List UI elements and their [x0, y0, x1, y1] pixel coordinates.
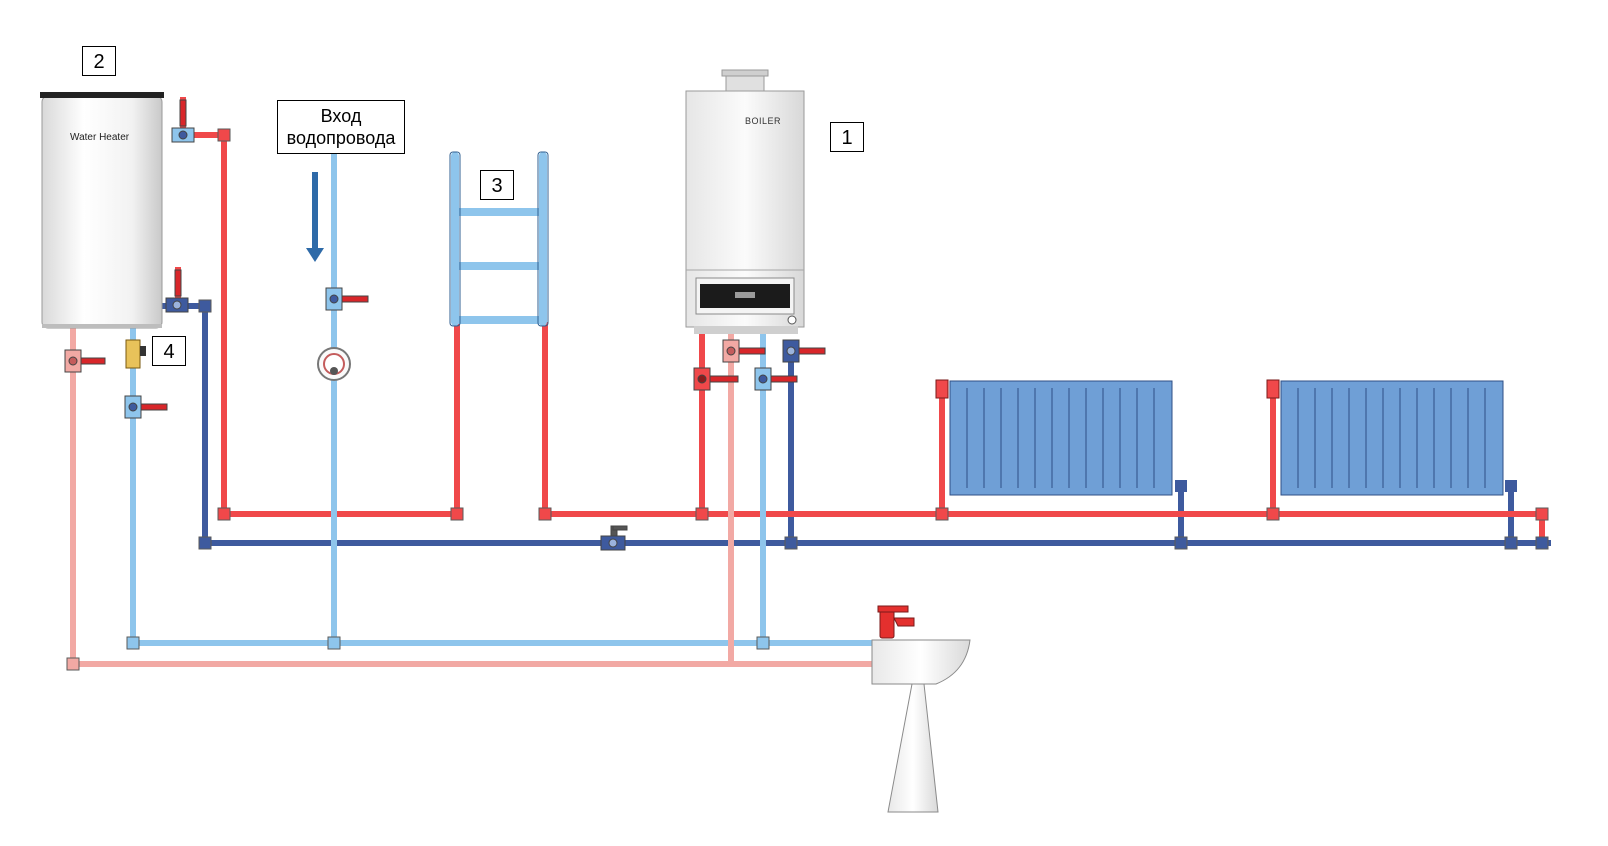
boiler [685, 69, 805, 334]
shutoff-valves [64, 99, 826, 551]
water-inlet-label: Вход водопровода [277, 100, 405, 154]
water-heater [40, 92, 164, 329]
label-boiler-number: 1 [830, 122, 864, 152]
label-water-heater-number: 2 [82, 46, 116, 76]
inlet-label-line2: водопровода [286, 128, 396, 148]
faucet [877, 605, 915, 639]
water-meter [317, 347, 351, 381]
label-safety-valve-number: 4 [152, 336, 186, 366]
boiler-text: BOILER [745, 116, 782, 126]
towel-rail [451, 152, 547, 326]
radiator-2 [1280, 380, 1504, 496]
radiator-1 [949, 380, 1173, 496]
radiator-air-valves [935, 379, 1517, 492]
water-heater-text: Water Heater [70, 132, 130, 143]
inlet-label-line1: Вход [320, 106, 362, 126]
sink [871, 639, 971, 813]
pipe-fittings [66, 128, 1549, 671]
inlet-arrow [306, 172, 324, 262]
label-towel-rail-number: 3 [480, 170, 514, 200]
safety-valve [125, 339, 146, 369]
